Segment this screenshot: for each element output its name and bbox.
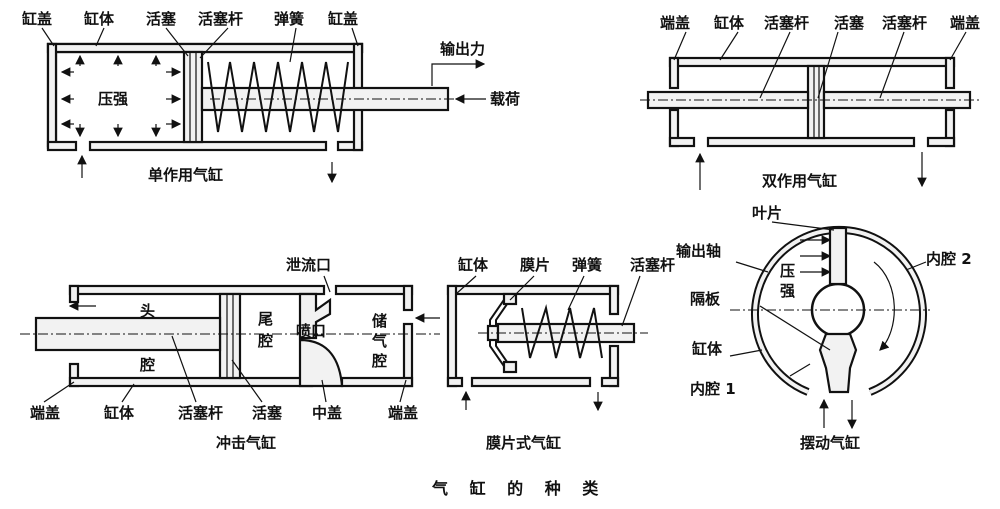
label-rod-left: 活塞杆 <box>764 14 809 32</box>
double-acting-cylinder: 端盖 缸体 活塞杆 活塞 活塞杆 端盖 双作用气缸 <box>640 14 980 190</box>
double-piston <box>806 64 826 140</box>
label-tail-2: 腔 <box>257 332 273 350</box>
label-store-3: 腔 <box>371 352 387 370</box>
label-rod: 活塞杆 <box>198 10 243 28</box>
label-relief-port: 泄流口 <box>286 256 331 274</box>
caption-double-acting: 双作用气缸 <box>762 172 837 190</box>
swing-vane <box>828 226 848 286</box>
caption-swing: 摆动气缸 <box>800 434 860 452</box>
label-body: 缸体 <box>104 404 135 422</box>
label-body: 缸体 <box>84 10 115 28</box>
caption-single-acting: 单作用气缸 <box>148 166 223 184</box>
label-pressure: 压强 <box>98 90 128 108</box>
label-inner-chamber-2: 内腔 2 <box>926 250 972 268</box>
label-partition: 隔板 <box>690 290 721 308</box>
label-output-shaft: 输出轴 <box>676 242 721 260</box>
label-pressure-2: 强 <box>780 282 795 300</box>
label-spring: 弹簧 <box>572 256 602 274</box>
impact-cylinder: 泄流口 头 腔 尾 腔 喷口 储 气 腔 端盖 缸体 活塞杆 活塞 中盖 端盖 … <box>20 256 440 452</box>
label-end-cap-right: 端盖 <box>950 14 980 32</box>
middle-cap-nozzle <box>298 338 344 388</box>
caption-impact: 冲击气缸 <box>216 434 276 452</box>
label-end-cap-right: 端盖 <box>388 404 418 422</box>
label-nozzle: 喷口 <box>296 322 326 340</box>
label-body: 缸体 <box>692 340 723 358</box>
single-spring <box>207 61 349 133</box>
label-end-cap-left: 端盖 <box>660 14 690 32</box>
label-head: 头 <box>140 302 155 320</box>
label-piston: 活塞 <box>834 14 865 32</box>
label-piston: 活塞 <box>252 404 283 422</box>
single-piston <box>182 50 204 144</box>
label-pressure-1: 压 <box>780 262 795 280</box>
impact-piston <box>218 292 242 380</box>
pressure-arrows <box>60 54 182 138</box>
diaphragm-spring <box>521 304 603 359</box>
single-acting-cylinder: 缸盖 缸体 活塞 活塞杆 弹簧 缸盖 输出力 载荷 压强 单作用气缸 <box>22 10 520 184</box>
figure-title: 气 缸 的 种 类 <box>431 479 606 498</box>
label-rod: 活塞杆 <box>630 256 675 274</box>
middle-cap <box>298 292 332 340</box>
label-store-2: 气 <box>371 332 387 350</box>
label-output-force: 输出力 <box>440 40 485 58</box>
swing-cylinder: 叶片 输出轴 压 强 内腔 2 隔板 缸体 内腔 1 摆动气缸 <box>676 204 972 452</box>
label-cap-left: 缸盖 <box>22 10 52 28</box>
label-vane: 叶片 <box>752 204 782 222</box>
label-rod-right: 活塞杆 <box>882 14 927 32</box>
caption-diaphragm: 膜片式气缸 <box>486 434 561 452</box>
label-store-1: 储 <box>372 312 387 330</box>
label-cavity: 腔 <box>139 356 155 374</box>
label-inner-chamber-1: 内腔 1 <box>690 380 736 398</box>
label-diaphragm: 膜片 <box>520 256 550 274</box>
label-end-cap-left: 端盖 <box>30 404 60 422</box>
label-tail-1: 尾 <box>258 310 273 328</box>
label-load: 载荷 <box>490 90 520 108</box>
label-piston: 活塞 <box>146 10 177 28</box>
label-rod: 活塞杆 <box>178 404 223 422</box>
label-middle-cap: 中盖 <box>312 404 342 422</box>
swing-partition <box>818 332 858 394</box>
label-body: 缸体 <box>714 14 745 32</box>
label-spring: 弹簧 <box>274 10 304 28</box>
label-body: 缸体 <box>458 256 489 274</box>
diaphragm-cylinder: 缸体 膜片 弹簧 活塞杆 膜片式气缸 <box>446 256 675 452</box>
label-cap-right: 缸盖 <box>328 10 358 28</box>
